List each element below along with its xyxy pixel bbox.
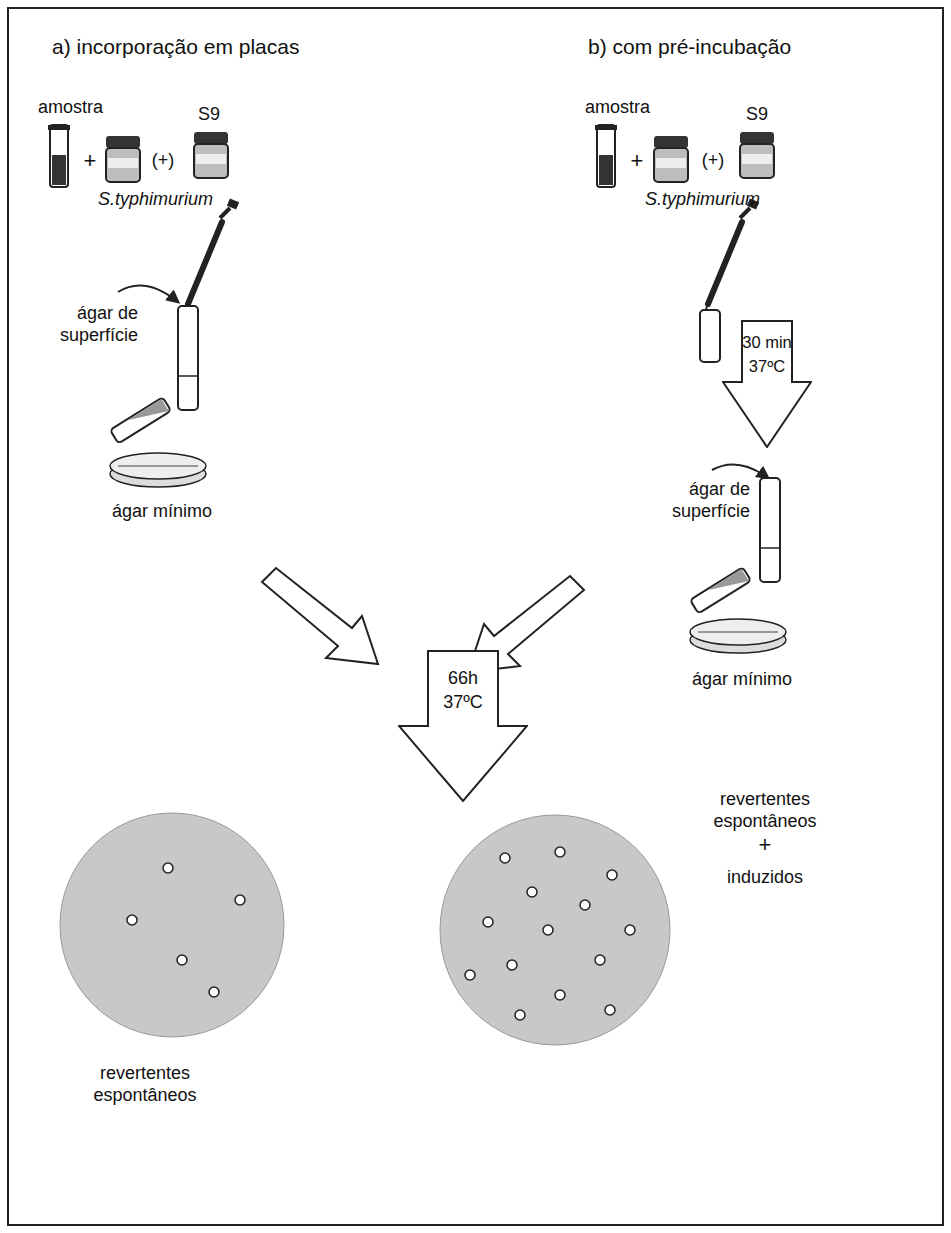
label: + [700,832,830,858]
hollow-arrow: 66h 37ºC [398,650,528,802]
label: ágar de superfície [640,478,750,522]
label: + [80,148,100,174]
label: induzidos [700,866,830,888]
label: ágar mínimo [92,500,232,522]
label: (+) [693,149,733,171]
arrow-text: 30 min 37ºC [736,330,798,378]
arrow-text: 66h 37ºC [430,666,496,714]
section-title: a) incorporação em placas [52,34,372,59]
label: revertentes espontâneos [700,788,830,832]
label: S.typhimurium [645,188,785,210]
label: ágar mínimo [672,668,812,690]
label: amostra [38,96,128,118]
label: (+) [143,149,183,171]
label: S9 [198,103,238,125]
label: S.typhimurium [98,188,238,210]
section-title: b) com pré-incubação [588,34,888,59]
hollow-arrow: 30 min 37ºC [722,320,812,448]
label: ágar de superfície [30,302,138,346]
label: S9 [746,103,786,125]
label: amostra [585,96,675,118]
label: revertentes espontâneos [60,1062,230,1106]
label: + [627,148,647,174]
